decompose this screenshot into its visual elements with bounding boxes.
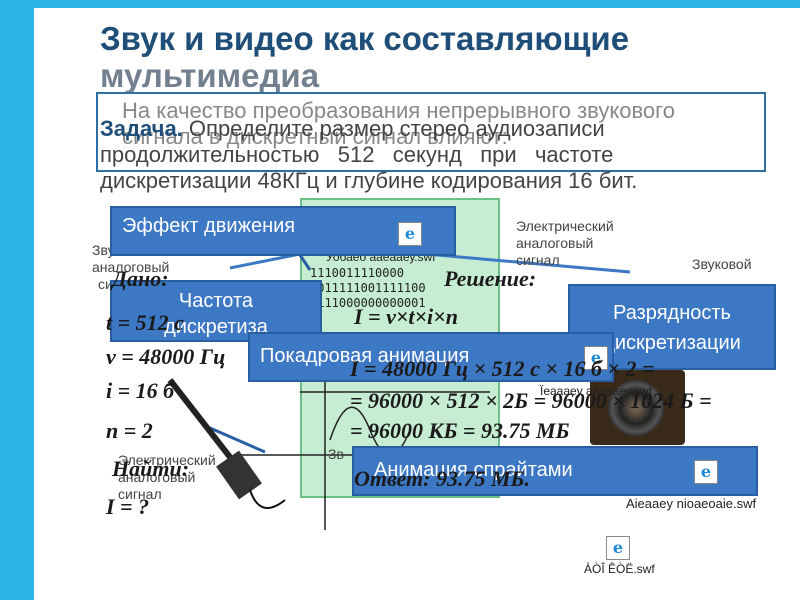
binary-row-1: 1110011110000 xyxy=(310,266,404,280)
binary-code: 1110011110000 0011111001111100 011100000… xyxy=(310,266,426,311)
solution-line-3: = 96000 КБ = 93.75 МБ xyxy=(350,418,570,443)
swf-label-right: Aieaaey nioaeoaie.swf xyxy=(626,496,757,511)
electric-signal-line-3: сигнал xyxy=(516,252,560,268)
electric-signal-line-1: Электрический xyxy=(516,218,614,234)
sprite-animation-box: Анимация спрайтами e xyxy=(352,446,758,496)
given-t: t = 512 с xyxy=(106,310,184,335)
task-line-2: продолжительностью 512 секунд при частот… xyxy=(100,142,614,167)
frame-animation-box: Покадровая анимация e xyxy=(248,332,614,382)
solution-line-1: I = 48000 Гц × 512 с × 16 б × 2 = xyxy=(350,356,655,381)
top-accent-bar xyxy=(34,0,800,8)
background-text: На качество преобразования непрерывного … xyxy=(122,98,762,150)
solution-label: Решение: xyxy=(444,266,537,291)
electric-bottom-line-3: сигнал xyxy=(118,486,162,502)
task-label: Задача. xyxy=(100,116,183,141)
effect-box-label: Эффект движения xyxy=(122,215,296,237)
frame-animation-label: Покадровая анимация xyxy=(260,345,470,367)
given-n: n = 2 xyxy=(106,418,153,443)
solution-line-2: = 96000 × 512 × 2Б = 96000 × 1024 Б = xyxy=(350,388,712,413)
speaker-icon xyxy=(590,370,685,445)
effect-box: Эффект движения e xyxy=(110,206,456,256)
given-label: Дано: xyxy=(112,266,169,291)
ie-icon: e xyxy=(398,222,422,246)
frequency-box: Частота дискретиза xyxy=(110,280,322,342)
binary-row-2: 0011111001111100 xyxy=(310,281,426,295)
ie-icon: e xyxy=(694,460,718,484)
electric-bottom-line-1: Электрический xyxy=(118,452,216,468)
electric-bottom-label: Электрический аналоговый сигнал xyxy=(118,452,216,503)
sprite-animation-label: Анимация спрайтами xyxy=(374,459,573,481)
swf-label-mid: Ïеаааеу ааеааеу.swf xyxy=(540,384,652,398)
swf-label-bottom: ÀÒÎ ÊÒË.swf xyxy=(584,562,655,576)
given-i: i = 16 б xyxy=(106,378,175,403)
task-line-3: дискретизации 48КГц и глубине кодировани… xyxy=(100,168,638,193)
sound-left-line-2: аналоговый xyxy=(92,259,170,275)
electric-signal-line-2: аналоговый xyxy=(516,235,594,251)
ie-icon: e xyxy=(584,346,608,370)
background-text-line-1: На качество преобразования непрерывного … xyxy=(122,98,675,123)
bit-depth-box-line-1: Разрядность xyxy=(613,302,731,324)
slide-title: Звук и видео как составляющие мультимеди… xyxy=(100,20,780,94)
frequency-box-line-1: Частота xyxy=(178,290,254,312)
electric-bottom-line-2: аналоговый xyxy=(118,469,196,485)
task-line-1: Определите размер стерео аудиозаписи xyxy=(188,116,605,141)
title-line-2: мультимедиа xyxy=(100,57,320,94)
binary-row-3: 0111000000000001 xyxy=(310,296,426,310)
zv-label: Зв xyxy=(328,446,344,462)
task-text: Задача. Определите размер стерео аудиоза… xyxy=(100,116,766,194)
answer-text: Ответ: 93.75 МБ. xyxy=(354,466,531,491)
solution-formula: I = ν×t×i×n xyxy=(354,304,458,329)
bit-depth-box-line-2: дискретизации xyxy=(603,332,741,354)
ie-icon: e xyxy=(606,536,630,560)
electric-signal-label: Электрический аналоговый сигнал xyxy=(516,218,614,269)
title-line-1: Звук и видео как составляющие xyxy=(100,20,630,57)
background-text-line-2: сигнала в дискретный сигнал влияют: xyxy=(122,124,508,149)
frequency-box-line-2: дискретиза xyxy=(164,316,268,338)
sound-label: Звуковой xyxy=(692,256,752,272)
sound-left-line-1: Зву xyxy=(92,242,115,258)
left-accent-bar xyxy=(0,0,34,600)
given-v: ν = 48000 Гц xyxy=(106,344,226,369)
find-I: I = ? xyxy=(106,494,150,519)
find-label: Найти: xyxy=(112,456,190,481)
task-box xyxy=(96,92,766,172)
